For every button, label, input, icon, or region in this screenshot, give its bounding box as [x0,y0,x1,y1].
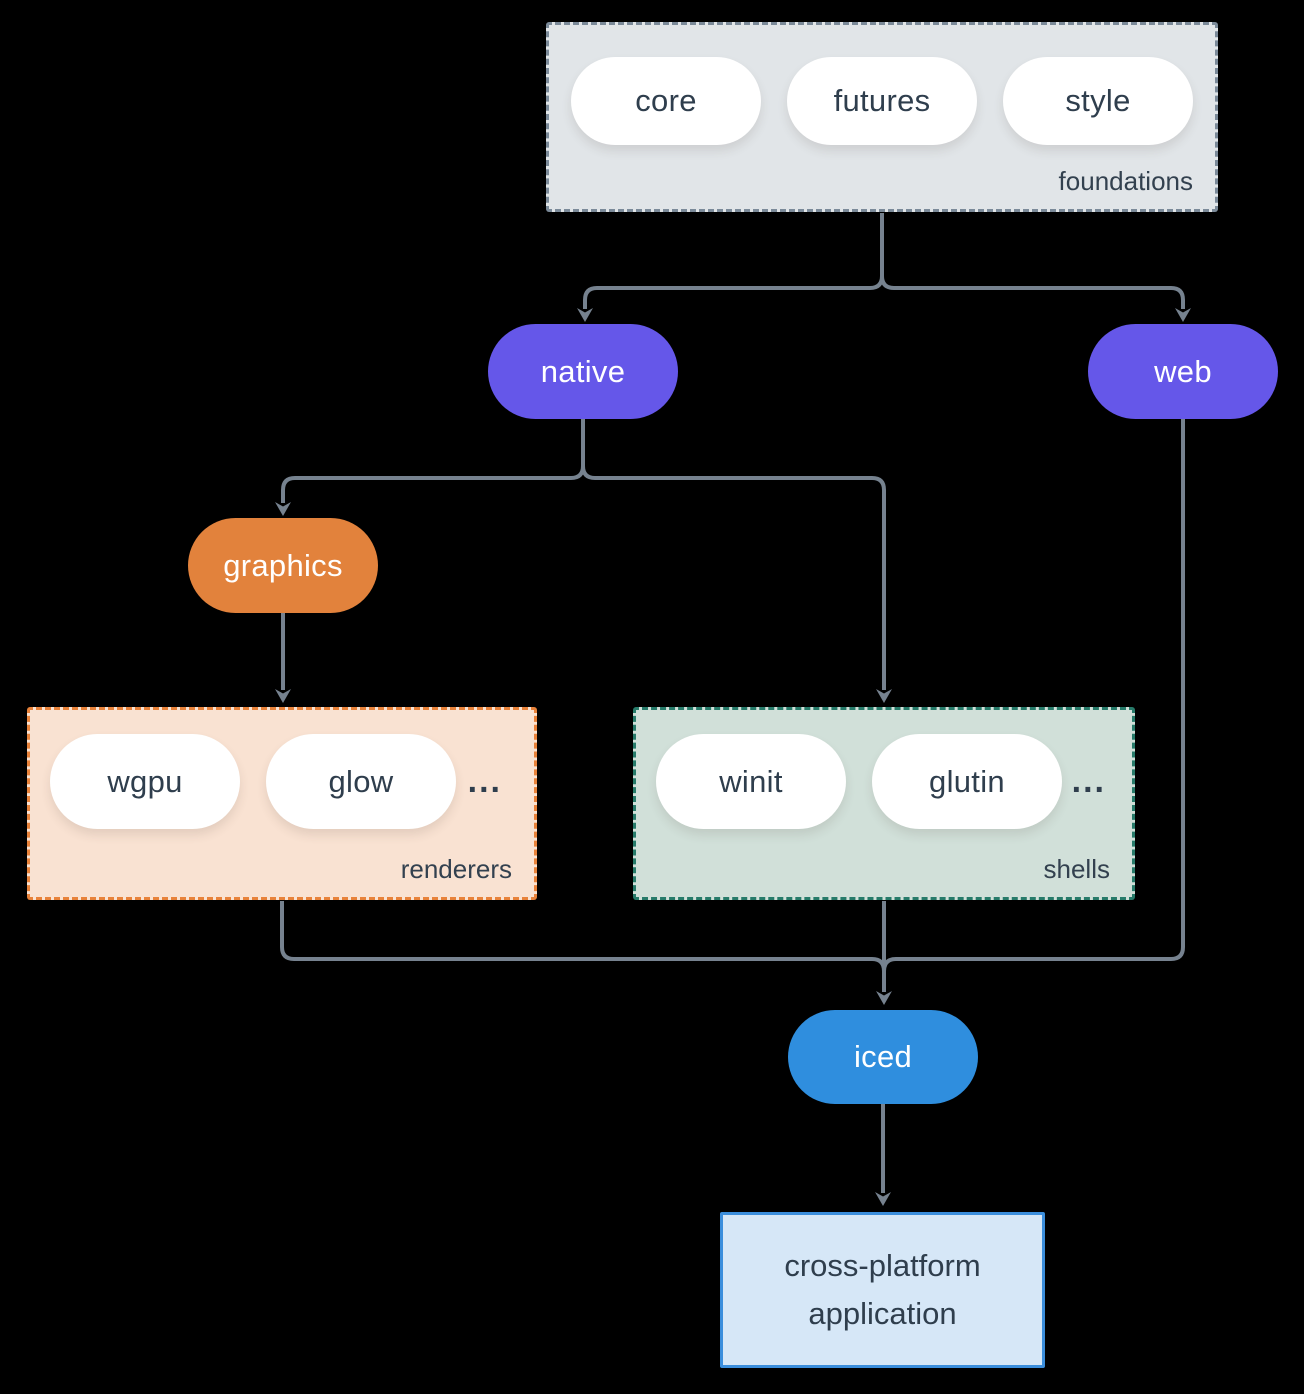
foundations-label: foundations [1058,166,1193,196]
renderers-ellipsis: ... [467,762,502,800]
edge-native-to-shells [581,419,892,703]
edge-foundations-to-native [577,213,884,322]
node-futures: futures [787,57,977,145]
renderers-pill-row: wgpu glow [50,734,534,829]
node-glow: glow [266,734,456,829]
shells-label: shells [1043,854,1110,884]
node-graphics: graphics [188,518,378,613]
foundations-pill-row: core futures style [549,57,1215,145]
node-iced: iced [788,1010,978,1104]
shells-ellipsis: ... [1071,762,1106,800]
renderers-label: renderers [400,854,512,884]
node-native: native [488,324,678,419]
node-glutin: glutin [872,734,1062,829]
edge-foundations-to-web [880,213,1191,322]
edge-iced-to-app [875,1104,891,1206]
group-shells: winit glutin ... shells [633,707,1135,900]
edge-shells-to-iced [876,901,892,1005]
edge-native-to-graphics [275,419,585,516]
node-wgpu: wgpu [50,734,240,829]
shells-pill-row: winit glutin [656,734,1132,829]
node-cross-platform-application: cross-platform application [720,1212,1045,1368]
edge-graphics-to-renderers [275,613,291,703]
group-foundations: core futures style foundations [546,22,1218,212]
node-winit: winit [656,734,846,829]
edge-renderers-to-iced [280,901,886,972]
node-style: style [1003,57,1193,145]
node-web: web [1088,324,1278,419]
group-renderers: wgpu glow ... renderers [27,707,537,900]
node-core: core [571,57,761,145]
